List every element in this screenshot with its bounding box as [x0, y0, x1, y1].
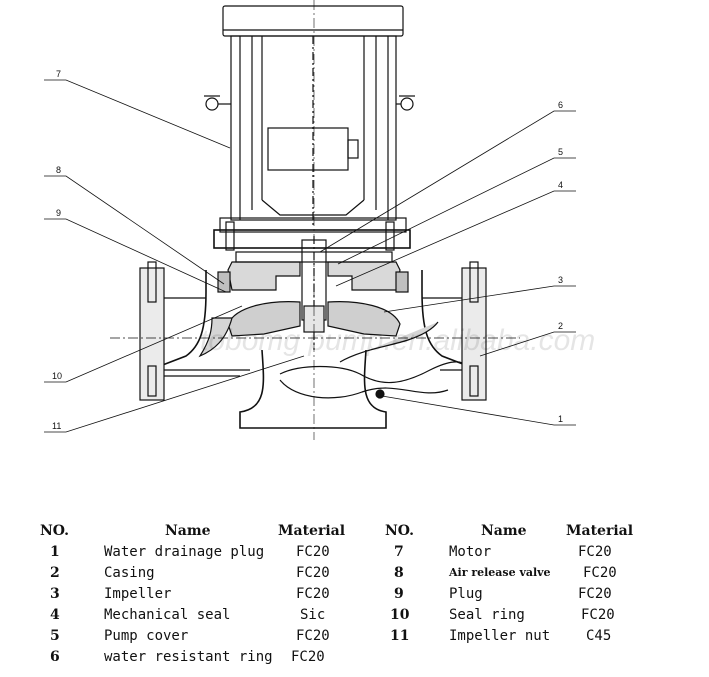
row-name: Seal ring [449, 607, 525, 623]
row-no: 4 [50, 607, 60, 623]
row-no: 2 [50, 565, 60, 581]
row-no: 8 [394, 565, 404, 581]
callout-9: 9 [56, 208, 61, 218]
callout-11: 11 [52, 421, 61, 431]
row-no: 11 [390, 628, 410, 644]
row-material: FC20 [578, 544, 612, 560]
row-no: 5 [50, 628, 60, 644]
row-material: FC20 [578, 586, 612, 602]
header-name-left: Name [165, 523, 211, 539]
row-name: Plug [449, 586, 483, 602]
row-no: 3 [50, 586, 60, 602]
callout-4: 4 [558, 180, 563, 190]
row-name: Impeller [104, 586, 172, 602]
watermark: tobomg pump.en.alibaba.com [200, 324, 595, 357]
motor [213, 5, 411, 249]
row-no: 9 [394, 586, 404, 602]
casing [159, 270, 469, 429]
callout-6: 6 [558, 100, 563, 110]
row-no: 7 [394, 544, 404, 560]
row-name: Mechanical seal [104, 607, 231, 623]
callout-5: 5 [558, 147, 563, 157]
row-name: Water drainage plug [104, 544, 265, 560]
lifting-eye-right [396, 95, 415, 111]
callout-1: 1 [558, 414, 563, 424]
header-material-right: Material [566, 523, 634, 539]
row-name: Impeller nut [449, 628, 551, 644]
row-name: Casing [104, 565, 155, 581]
header-no-right: NO. [385, 523, 415, 539]
row-material: FC20 [583, 565, 617, 581]
parts-table: NO. Name Material NO. Name Material 1 Wa… [0, 515, 709, 675]
row-name: water resistant ring [104, 649, 273, 665]
callout-8: 8 [56, 165, 61, 175]
callout-10: 10 [52, 371, 62, 381]
row-name: Pump cover [104, 628, 189, 644]
impeller [227, 301, 401, 337]
row-name: Motor [449, 544, 492, 560]
pump-cover [227, 251, 401, 291]
row-material: FC20 [296, 628, 330, 644]
pump-cross-section-drawing: 7 6 5 4 8 9 3 2 10 1 11 tobomg pump.en.a… [44, 0, 595, 440]
row-material: FC20 [291, 649, 325, 665]
outlet-flange [422, 261, 487, 401]
row-no: 1 [50, 544, 60, 560]
callout-3: 3 [558, 275, 563, 285]
row-material: Sic [300, 607, 326, 623]
row-no: 10 [390, 607, 410, 623]
row-material: FC20 [296, 586, 330, 602]
header-material-left: Material [278, 523, 346, 539]
row-name: Air release valve [449, 566, 551, 579]
inlet-flange [139, 261, 250, 401]
header-name-right: Name [481, 523, 527, 539]
callout-7: 7 [56, 69, 61, 79]
row-material: FC20 [296, 544, 330, 560]
row-no: 6 [50, 649, 60, 665]
callout-2: 2 [558, 321, 563, 331]
row-material: C45 [586, 628, 612, 644]
row-material: FC20 [581, 607, 615, 623]
row-material: FC20 [296, 565, 330, 581]
header-no-left: NO. [40, 523, 70, 539]
lifting-eye-left [204, 95, 231, 111]
